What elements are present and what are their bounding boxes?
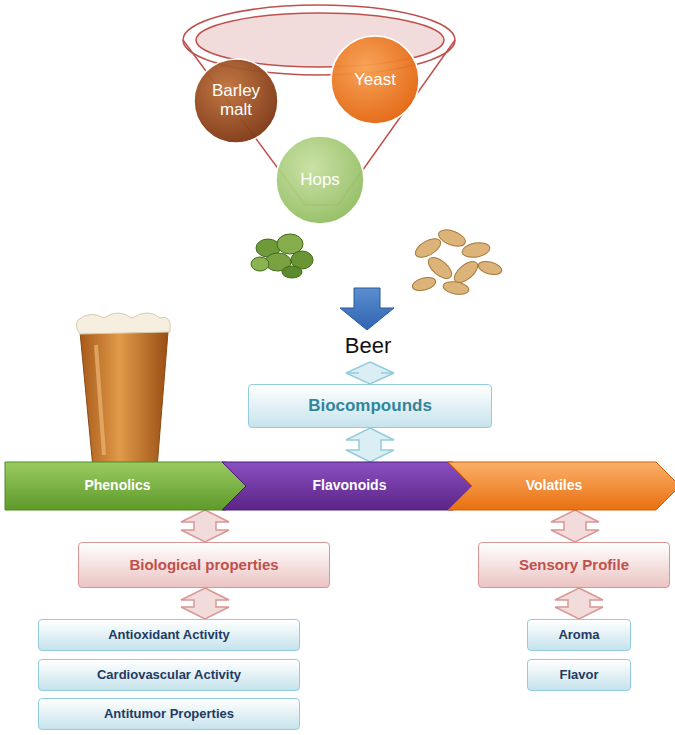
item-box: Flavor	[527, 659, 631, 691]
node-text: Antioxidant Activity	[108, 628, 230, 642]
circle-shape	[276, 136, 364, 224]
product-label: Beer	[298, 334, 438, 358]
ingredient-circle: Barley malt	[193, 58, 279, 144]
beer-label-box: Beer	[298, 334, 438, 358]
double-arrow	[555, 588, 603, 619]
node-text: Biological properties	[129, 557, 278, 574]
node-text: Aroma	[558, 628, 599, 642]
item-box: Aroma	[527, 619, 631, 651]
circle-shape	[194, 59, 278, 143]
class-chevron: Volatiles	[448, 462, 675, 510]
chevron-shape	[5, 462, 250, 510]
item-box: Antioxidant Activity	[38, 619, 300, 651]
node-text: Hops	[282, 171, 358, 190]
item-box: Cardiovascular Activity	[38, 659, 300, 691]
class-chevron: Flavonoids	[222, 462, 477, 510]
node-text: Phenolics	[84, 478, 170, 493]
hops-picture	[251, 234, 313, 278]
node-text: Barley malt	[200, 82, 272, 119]
node-text: Biocompounds	[308, 397, 432, 416]
beer-glass	[76, 313, 170, 472]
ingredient-circle: Yeast	[330, 35, 420, 125]
barley-grains	[411, 227, 503, 297]
down-arrow	[340, 288, 394, 330]
double-arrow	[181, 510, 229, 542]
chevron-shape	[222, 462, 477, 510]
node-text: Sensory Profile	[519, 557, 629, 574]
double-arrow	[346, 428, 394, 462]
node-text: Antitumor Properties	[104, 707, 234, 721]
double-arrow	[551, 510, 599, 542]
item-box: Antitumor Properties	[38, 698, 300, 730]
property-box: Biological properties	[78, 542, 330, 588]
class-chevron: Phenolics	[5, 462, 250, 510]
circle-shape	[331, 36, 419, 124]
node-text: Volatiles	[506, 478, 623, 493]
double-arrow	[346, 362, 394, 384]
double-arrow	[181, 588, 229, 619]
node-text: Flavor	[559, 668, 598, 682]
ingredient-circle: Hops	[275, 135, 365, 225]
property-box: Sensory Profile	[478, 542, 670, 588]
chevron-shape	[448, 462, 675, 510]
funnel	[183, 5, 455, 205]
node-text: Yeast	[337, 71, 413, 90]
node-text: Cardiovascular Activity	[97, 668, 241, 682]
category-box: Biocompounds	[248, 384, 492, 428]
node-text: Flavonoids	[293, 478, 407, 493]
